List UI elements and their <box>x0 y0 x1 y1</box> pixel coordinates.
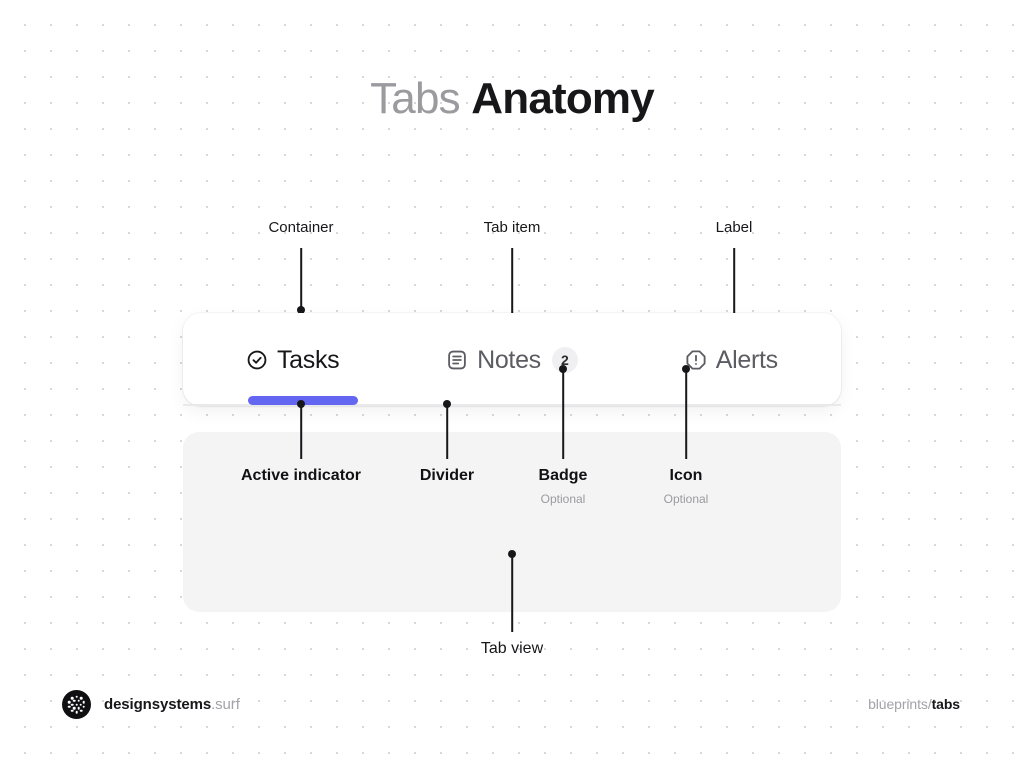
tabs-row: Tasks Notes 2 <box>183 313 841 406</box>
footer-breadcrumb-section: blueprints/ <box>868 696 932 712</box>
annotation-badge-leader <box>562 369 564 459</box>
tab-item-notes[interactable]: Notes 2 <box>402 313 621 406</box>
tabs-container: Tasks Notes 2 <box>183 313 841 406</box>
footer-brand[interactable]: designsystems.surf <box>62 690 240 719</box>
footer-brand-tld: .surf <box>211 696 240 713</box>
annotation-divider-label: Divider <box>419 467 475 484</box>
annotation-tab-item-leader <box>511 248 513 333</box>
tab-label-tasks: Tasks <box>276 345 340 374</box>
designsystems-logo-icon <box>62 690 91 719</box>
footer-breadcrumb: blueprints/tabs <box>868 696 960 712</box>
tab-item-tasks[interactable]: Tasks <box>183 313 402 406</box>
annotation-container-leader <box>300 248 302 310</box>
annotation-badge-sublabel: Optional <box>540 492 586 506</box>
annotation-label-label: Label <box>715 219 753 236</box>
check-circle-icon <box>246 349 268 371</box>
annotation-icon-leader <box>685 369 687 459</box>
page-title: Tabs Anatomy <box>0 72 1024 126</box>
tab-badge-notes: 2 <box>551 346 578 373</box>
document-list-icon <box>446 349 468 371</box>
tab-item-alerts[interactable]: Alerts <box>622 313 841 406</box>
annotation-divider-leader <box>446 404 448 459</box>
alert-octagon-icon <box>685 349 707 371</box>
footer-brand-name: designsystems <box>104 696 212 713</box>
annotation-active-indicator-label: Active indicator <box>240 467 362 484</box>
page-title-muted: Tabs <box>370 74 461 123</box>
page-title-strong: Anatomy <box>471 74 654 123</box>
annotation-label-leader <box>733 248 735 344</box>
annotation-badge-label: Badge <box>538 467 588 484</box>
tabs-divider <box>183 404 841 406</box>
footer-breadcrumb-page: tabs <box>931 696 960 712</box>
annotation-tab-view-leader <box>511 554 513 632</box>
annotation-tab-item-label: Tab item <box>483 219 541 236</box>
annotation-container-label: Container <box>268 219 334 236</box>
tab-label-notes: Notes <box>477 345 541 374</box>
footer-brand-text: designsystems.surf <box>104 696 240 713</box>
tab-label-alerts: Alerts <box>715 345 778 374</box>
annotation-icon-sublabel: Optional <box>663 492 709 506</box>
annotation-container-dot <box>297 306 305 314</box>
annotation-active-indicator-leader <box>300 404 302 459</box>
annotation-tab-view-label: Tab view <box>480 640 544 657</box>
annotation-icon-label: Icon <box>669 467 703 484</box>
